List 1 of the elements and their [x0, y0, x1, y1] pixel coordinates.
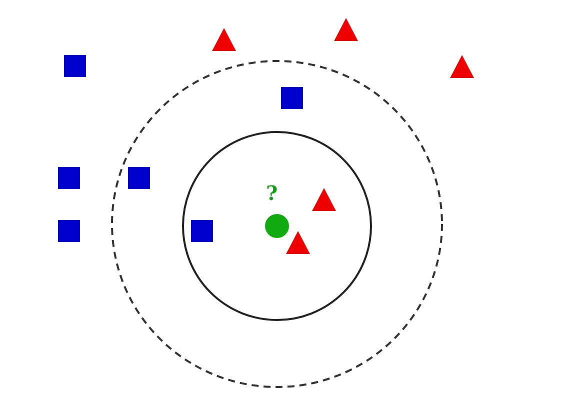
question-mark-label: ? [266, 182, 278, 204]
